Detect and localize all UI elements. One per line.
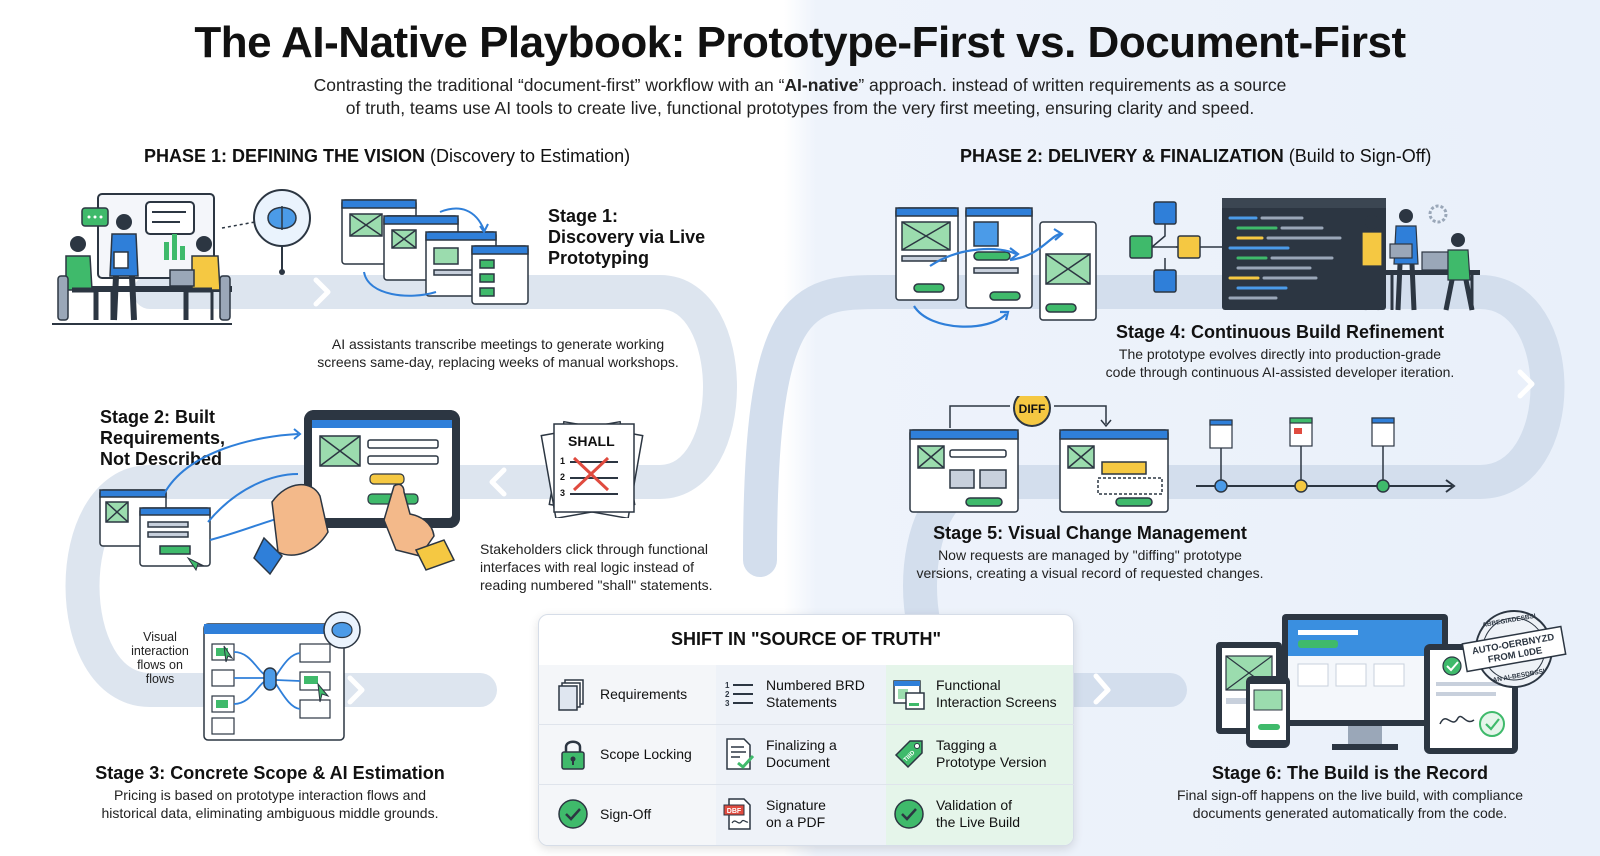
version-tag-icon: TIIID xyxy=(894,740,923,769)
stage4-description: The prototype evolves directly into prod… xyxy=(1105,346,1455,380)
stage3-description: Pricing is based on prototype interactio… xyxy=(101,787,439,821)
page-subtitle: Contrasting the traditional “document-fi… xyxy=(313,75,1287,118)
numbered-list-icon: 1 2 3 xyxy=(725,681,753,708)
stage4-title: Stage 4: Continuous Build Refinement xyxy=(1115,322,1444,342)
stage1-description: AI assistants transcribe meetings to gen… xyxy=(317,336,679,370)
stage3-title: Stage 3: Concrete Scope & AI Estimation xyxy=(95,763,445,783)
tablet-prototype-illustration xyxy=(99,410,460,576)
path-chevrons xyxy=(313,277,507,705)
phase2-heading: PHASE 2: DELIVERY & FINALIZATION (Build … xyxy=(960,146,1432,166)
pdf-file-icon: DBF xyxy=(723,798,751,830)
stage5-description: Now requests are managed by "diffing" pr… xyxy=(916,547,1264,581)
diff-versions-illustration: DIFF xyxy=(909,396,1169,513)
interaction-screens-icon xyxy=(893,680,925,710)
phase1-heading: PHASE 1: DEFINING THE VISION (Discovery … xyxy=(144,146,631,166)
check-circle-icon xyxy=(558,799,588,829)
svg-text:2: 2 xyxy=(560,472,565,482)
source-of-truth-title: SHIFT IN "SOURCE OF TRUTH" xyxy=(670,629,942,649)
interaction-flows-illustration xyxy=(203,611,361,741)
document-check-icon xyxy=(726,738,755,770)
shall-label: SHALL xyxy=(568,433,615,449)
stage6-title: Stage 6: The Build is the Record xyxy=(1211,763,1489,783)
svg-text:1: 1 xyxy=(560,456,565,466)
table-row-requirements: Requirements xyxy=(556,664,687,724)
phase1-path xyxy=(65,275,737,707)
version-timeline-illustration xyxy=(1196,417,1456,493)
phase2-path xyxy=(743,275,1565,707)
live-build-devices-illustration xyxy=(1216,614,1518,754)
svg-text:3: 3 xyxy=(560,488,565,498)
shall-document-illustration: SHALL 1 2 3 xyxy=(540,420,644,518)
evolving-screens-illustration xyxy=(895,207,1097,328)
svg-text:DBF: DBF xyxy=(727,808,742,815)
documents-stack-icon xyxy=(558,679,584,711)
padlock-icon xyxy=(561,740,585,770)
code-build-illustration xyxy=(1129,198,1480,311)
diff-badge: DIFF xyxy=(1019,402,1046,416)
svg-text:3: 3 xyxy=(725,699,730,708)
svg-text:1: 1 xyxy=(725,681,730,690)
meeting-illustration xyxy=(52,189,311,325)
table-row-sign-off: Sign-Off xyxy=(556,784,651,844)
svg-text:2: 2 xyxy=(725,690,730,699)
table-row-scope-locking: Scope Locking xyxy=(556,724,692,784)
stage6-description: Final sign-off happens on the live build… xyxy=(1176,787,1524,821)
stage5-title: Stage 5: Visual Change Management xyxy=(933,523,1247,543)
prototype-screens-illustration xyxy=(341,199,529,305)
auto-generated-stamp: ABBEGIADESBSI AUTO-OERBNYZD FROM L0DE AN… xyxy=(1461,610,1567,688)
page-title: The AI-Native Playbook: Prototype-First … xyxy=(194,18,1406,67)
check-circle-icon xyxy=(894,799,924,829)
